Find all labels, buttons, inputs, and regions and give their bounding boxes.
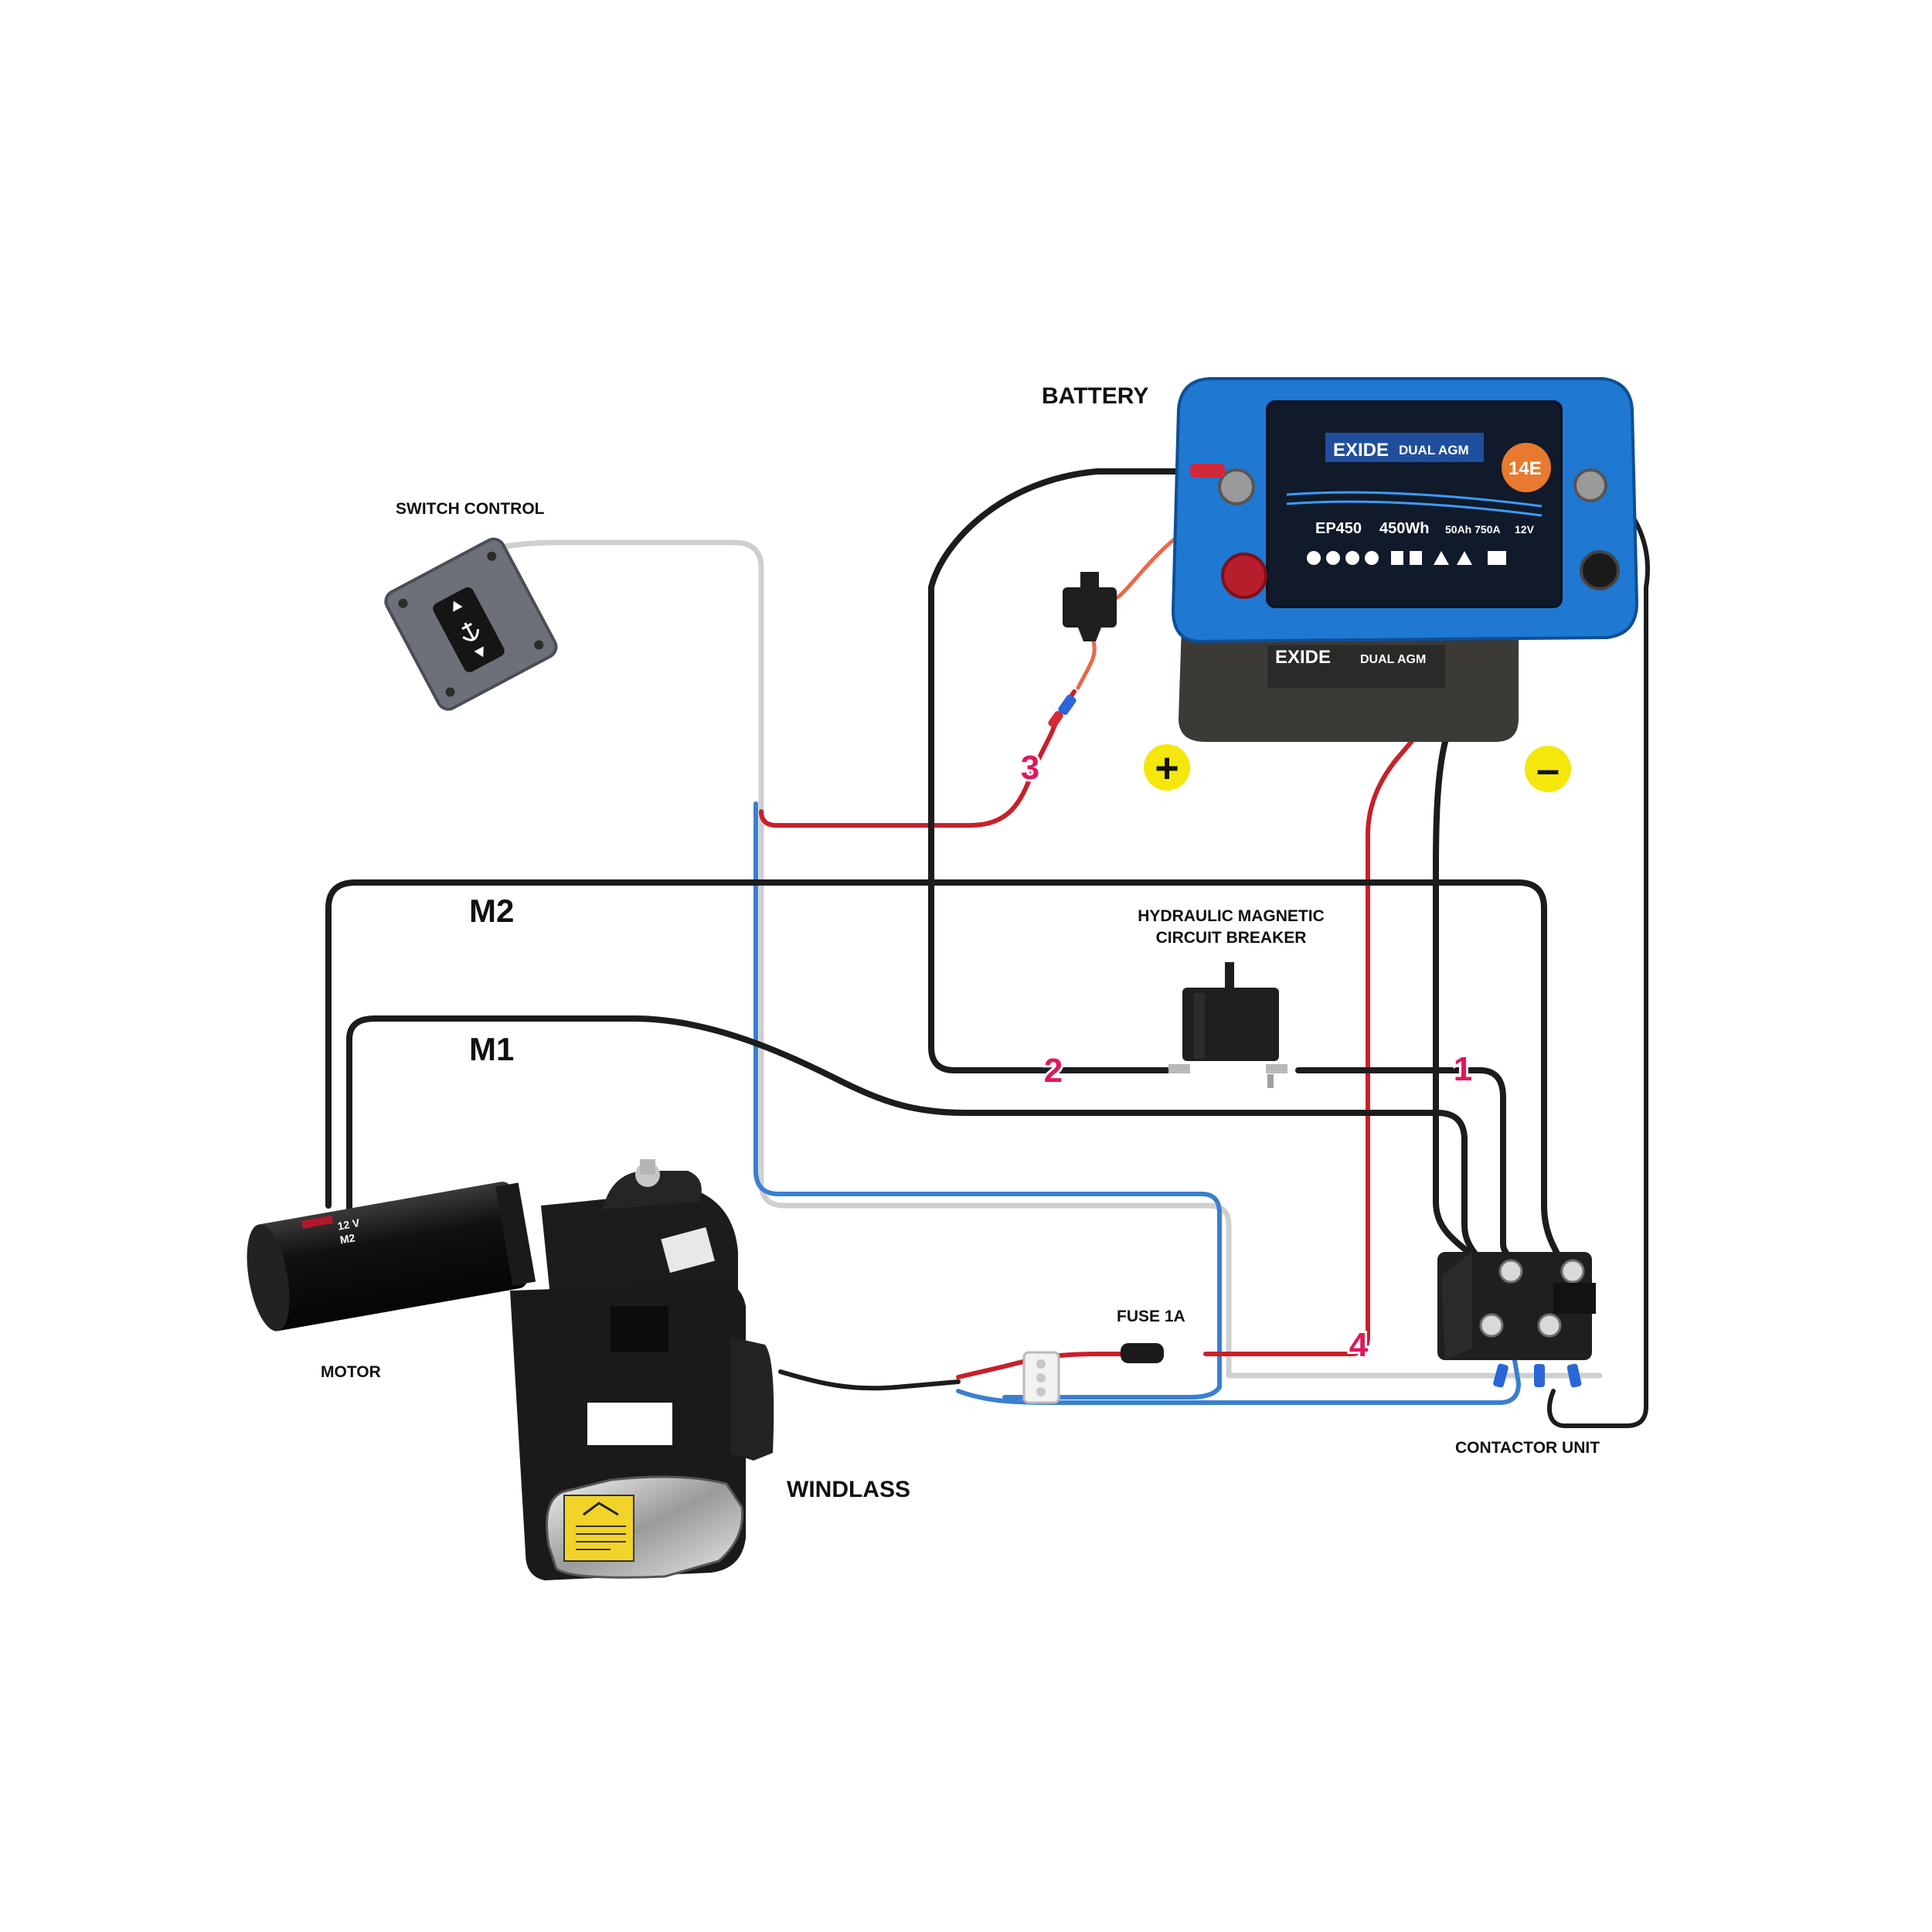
windlass-plate xyxy=(587,1403,672,1445)
negative-wire-a xyxy=(1433,739,1471,1255)
contactor-label: CONTACTOR UNIT xyxy=(1455,1439,1600,1457)
motor-end-cap xyxy=(247,1224,290,1332)
battery-badge-circle xyxy=(1502,443,1551,492)
black-wire-1 xyxy=(1295,1067,1541,1286)
m1-label: M1 xyxy=(469,1031,514,1067)
battery-energy: 450Wh xyxy=(1379,520,1429,537)
breaker-terminal-right xyxy=(1266,1064,1287,1073)
terminal-block xyxy=(1022,1351,1060,1404)
contactor-coil xyxy=(1441,1252,1472,1360)
breaker-label-line2: CIRCUIT BREAKER xyxy=(1156,929,1307,947)
battery-label-stripes xyxy=(1286,491,1543,517)
battery: EXIDE DUAL AGM EXIDE DUAL AGM 14E EP450 … xyxy=(1171,377,1639,742)
callout-2: 2 xyxy=(1044,1052,1063,1090)
battery-warning-icons xyxy=(1307,551,1506,565)
warning-sticker xyxy=(563,1495,634,1562)
breaker-terminal-left xyxy=(1168,1064,1190,1073)
motor-terminal: M2 xyxy=(339,1231,356,1246)
battery-front-type: DUAL AGM xyxy=(1360,653,1426,666)
breaker-body xyxy=(1182,988,1279,1061)
motor-label: MOTOR xyxy=(321,1363,381,1381)
motor-can xyxy=(252,1182,528,1332)
battery-negative-terminal xyxy=(1573,468,1607,502)
battery-negative-cap xyxy=(1580,550,1620,590)
gearbox-top-cap xyxy=(603,1171,702,1209)
battery-type: DUAL AGM xyxy=(1399,443,1469,457)
gearbox-label xyxy=(661,1226,715,1273)
hydraulic-magnetic-circuit-breaker xyxy=(1168,962,1287,1088)
m1-wire xyxy=(346,1015,1498,1286)
switch-grey-wire xyxy=(492,539,1603,1379)
windlass-assembly: 12 V M2 xyxy=(247,1159,774,1580)
battery-model: EP450 xyxy=(1315,520,1362,537)
motor: 12 V M2 xyxy=(247,1182,536,1332)
inline-fuse-holder xyxy=(1063,572,1117,641)
positive-ring-lug xyxy=(1190,464,1225,478)
contactor-terminals xyxy=(1479,1259,1585,1338)
battery-label: BATTERY xyxy=(1042,383,1148,409)
battery-badge: 14E xyxy=(1509,458,1542,479)
positive-marker: + xyxy=(1144,744,1190,791)
black-feed-wire-2 xyxy=(928,468,1197,1073)
m2-wire xyxy=(325,879,1572,1278)
breaker-label-line1: HYDRAULIC MAGNETIC xyxy=(1138,907,1325,925)
windlass-control-cable xyxy=(778,1369,961,1391)
breaker-toggle[interactable] xyxy=(1225,962,1234,989)
m2-label: M2 xyxy=(469,893,514,929)
switch-blue-wire xyxy=(753,801,1222,1400)
crimp-connector xyxy=(1048,694,1077,728)
down-arrow-icon xyxy=(474,646,484,658)
battery-label-bar xyxy=(1325,433,1484,462)
contactor-spade-connectors xyxy=(1493,1363,1582,1388)
battery-voltage: 12V xyxy=(1515,523,1535,536)
callout-4: 4 xyxy=(1349,1326,1369,1364)
negative-marker: – xyxy=(1525,746,1571,793)
battery-front-label xyxy=(1267,645,1445,688)
up-arrow-icon xyxy=(453,600,463,612)
inline-fuse-1a xyxy=(1121,1343,1164,1363)
battery-front-brand: EXIDE xyxy=(1275,647,1331,668)
callout-1: 1 xyxy=(1454,1050,1472,1088)
battery-positive-cap xyxy=(1221,553,1267,599)
battery-rating: 50Ah 750A xyxy=(1445,523,1501,536)
motor-voltage: 12 V xyxy=(336,1216,361,1233)
svg-text:+: + xyxy=(1155,745,1179,791)
anchor-icon xyxy=(461,622,480,641)
callout-3: 3 xyxy=(1021,749,1039,787)
windlass-side xyxy=(730,1337,774,1461)
windlass-label: WINDLASS xyxy=(787,1477,910,1502)
switch-control[interactable] xyxy=(382,536,560,713)
blue-wire-lower xyxy=(956,1358,1521,1405)
battery-positive-terminal xyxy=(1218,468,1255,505)
contactor-unit xyxy=(1437,1252,1596,1388)
windlass-window xyxy=(611,1306,668,1352)
svg-text:–: – xyxy=(1536,747,1560,793)
battery-top-brand: EXIDE xyxy=(1333,440,1389,461)
switch-control-label: SWITCH CONTROL xyxy=(396,500,545,518)
fuse-label: FUSE 1A xyxy=(1117,1308,1185,1325)
